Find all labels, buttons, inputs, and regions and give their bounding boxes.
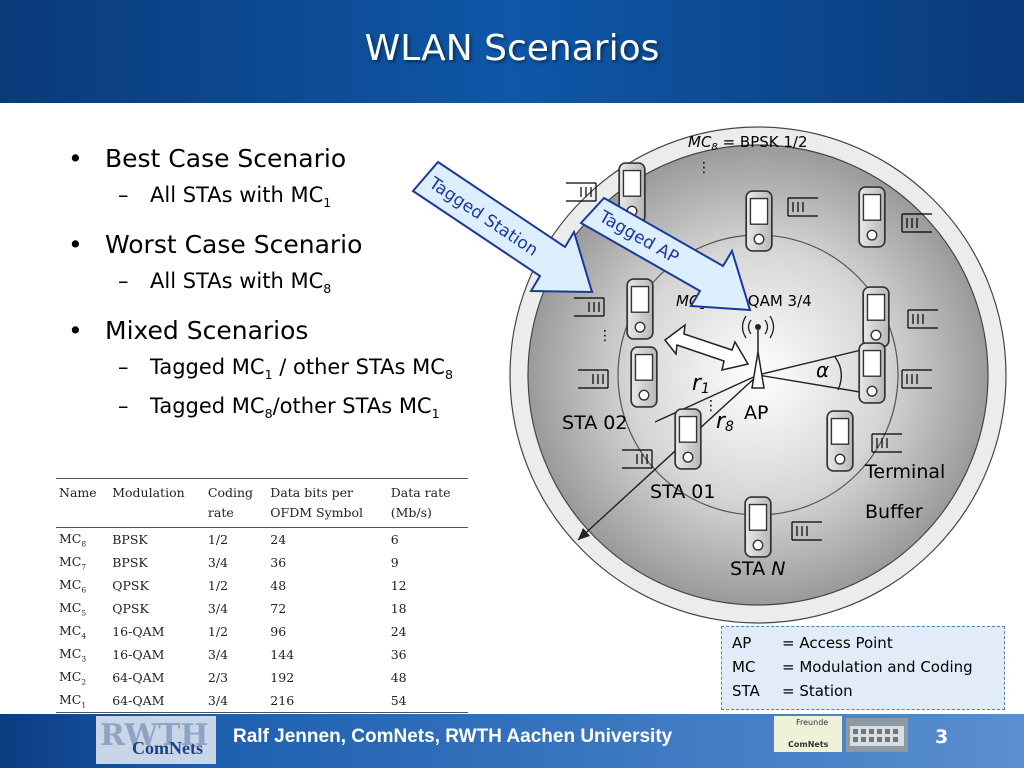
station-icon bbox=[826, 410, 854, 472]
station-icon bbox=[862, 286, 890, 348]
angle-alpha-label: α bbox=[816, 358, 829, 382]
sub-bullet-mixed-1: –Tagged MC1 / other STAs MC8 bbox=[118, 355, 453, 383]
abbreviation-legend: AP= Access Point MC= Modulation and Codi… bbox=[721, 626, 1005, 710]
station-icon bbox=[858, 186, 886, 248]
sub-bullet-worst-case: –All STAs with MC8 bbox=[118, 269, 332, 297]
sta-n-label: STA N bbox=[730, 558, 785, 580]
legend-row-sta: STA= Station bbox=[732, 682, 853, 700]
radius-r8-label: r8 bbox=[716, 409, 734, 435]
bullet-best-case: Best Case Scenario bbox=[60, 140, 500, 178]
col-modulation: Modulation bbox=[109, 478, 205, 528]
legend-row-ap: AP= Access Point bbox=[732, 634, 893, 652]
inner-dots-center: ⋮ bbox=[704, 398, 718, 414]
radius-r1-line bbox=[654, 374, 759, 423]
footer-author-text: Ralf Jennen, ComNets, RWTH Aachen Univer… bbox=[233, 726, 673, 747]
legend-row-mc: MC= Modulation and Coding bbox=[732, 658, 973, 676]
sta-01-label: STA 01 bbox=[650, 481, 715, 503]
bullet-list: Best Case Scenario –All STAs with MC1 Wo… bbox=[60, 140, 500, 437]
radius-r8-arrowhead bbox=[578, 528, 590, 540]
outer-mc-label: MC8 = BPSK 1/2 bbox=[688, 133, 808, 153]
page-number: 3 bbox=[935, 726, 949, 748]
bullet-worst-case: Worst Case Scenario bbox=[60, 226, 500, 264]
friends-comnets-badge: Freunde ComNets bbox=[774, 716, 842, 752]
station-icon bbox=[744, 496, 772, 558]
rwth-comnets-logo: RWTH ComNets bbox=[96, 716, 216, 764]
ap-label: AP bbox=[744, 402, 768, 424]
station-icon bbox=[858, 342, 886, 404]
station-icon bbox=[674, 408, 702, 470]
sub-bullet-mixed-2: –Tagged MC8/other STAs MC1 bbox=[118, 393, 440, 421]
station-icon bbox=[626, 278, 654, 340]
angle-arc bbox=[834, 356, 843, 391]
header-bar: WLAN Scenarios bbox=[0, 0, 1024, 103]
radius-r8-line bbox=[577, 374, 759, 541]
building-photo bbox=[846, 718, 908, 752]
col-data-rate: Data rate(Mb/s) bbox=[387, 478, 468, 528]
col-name: Name bbox=[56, 478, 110, 528]
building-icon bbox=[846, 718, 908, 752]
sta-02-label: STA 02 bbox=[562, 412, 627, 434]
sub-bullet-best-case: –All STAs with MC1 bbox=[118, 183, 332, 211]
radius-r1-label: r1 bbox=[692, 371, 710, 397]
tagged-station-label: Tagged Station bbox=[424, 173, 541, 261]
buffer-label: Buffer bbox=[865, 501, 923, 523]
bullet-mixed: Mixed Scenarios bbox=[60, 312, 500, 350]
inner-dots-left: ⋮ bbox=[598, 328, 612, 344]
access-point-icon bbox=[741, 315, 775, 389]
station-icon bbox=[630, 346, 658, 408]
station-icon bbox=[745, 190, 773, 252]
terminal-label: Terminal bbox=[864, 461, 945, 483]
outer-dots: ⋮ bbox=[697, 160, 711, 176]
link-double-arrow bbox=[663, 323, 750, 371]
slide-title: WLAN Scenarios bbox=[364, 28, 660, 69]
